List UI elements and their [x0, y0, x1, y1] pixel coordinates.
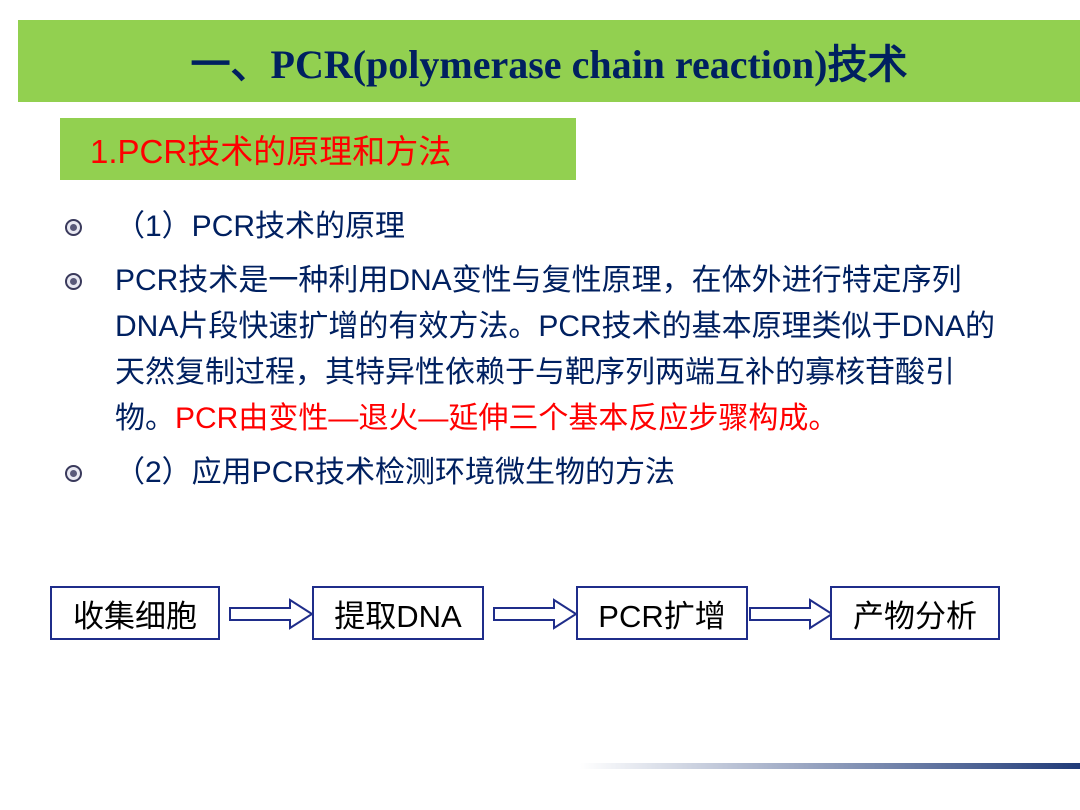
flow-step-product-analysis: 产物分析: [830, 586, 1000, 640]
bullet-text: （2）应用PCR技术检测环境微生物的方法: [115, 456, 676, 489]
flow-step-pcr-amplify: PCR扩增: [576, 586, 748, 640]
flow-arrow-icon: [493, 598, 578, 630]
section-heading: 1.PCR技术的原理和方法: [90, 133, 452, 170]
footer-gradient-bar: [580, 763, 1080, 769]
title-bar: 一、PCR(polymerase chain reaction)技术: [18, 20, 1080, 102]
bullet-icon: [65, 219, 82, 236]
bullet-icon: [65, 465, 82, 482]
bullet-icon: [65, 273, 82, 290]
bullet-text: PCR技术是一种利用DNA变性与复性原理，在体外进行特定序列DNA片段快速扩增的…: [115, 264, 996, 435]
bullet-item-principle: （1）PCR技术的原理: [60, 204, 1010, 250]
flow-step-collect-cells: 收集细胞: [50, 586, 220, 640]
bullet-list: （1）PCR技术的原理 PCR技术是一种利用DNA变性与复性原理，在体外进行特定…: [60, 204, 1010, 496]
flow-step-extract-dna: 提取DNA: [312, 586, 484, 640]
section-heading-box: 1.PCR技术的原理和方法: [60, 118, 576, 180]
flow-arrow-icon: [229, 598, 314, 630]
bullet-item-application: （2）应用PCR技术检测环境微生物的方法: [60, 450, 1010, 496]
bullet-highlight-text: PCR由变性—退火—延伸三个基本反应步骤构成。: [175, 402, 839, 435]
flow-arrow-icon: [749, 598, 834, 630]
slide-title: 一、PCR(polymerase chain reaction)技术: [190, 42, 908, 87]
bullet-text: （1）PCR技术的原理: [115, 210, 406, 243]
bullet-item-description: PCR技术是一种利用DNA变性与复性原理，在体外进行特定序列DNA片段快速扩增的…: [60, 258, 1010, 442]
